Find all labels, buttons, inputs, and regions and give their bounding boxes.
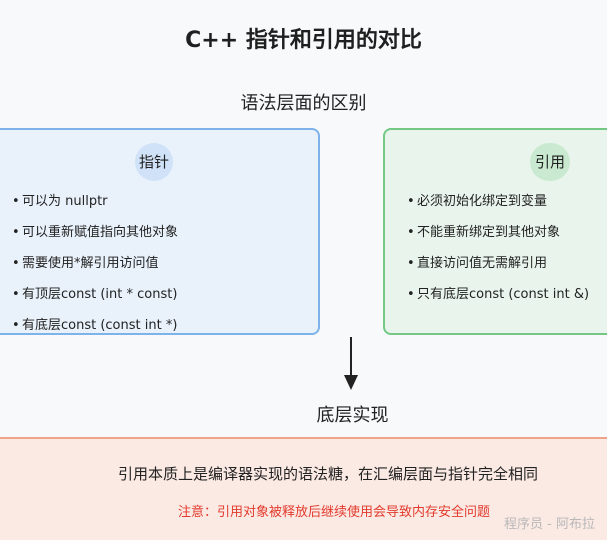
bullet-icon: • [12,318,20,333]
bullet-icon: • [407,256,415,271]
bullet-icon: • [12,225,20,240]
pointer-feature-text: 可以为 nullptr [22,194,108,209]
summary-text: 引用本质上是编译器实现的语法糖，在汇编层面与指针完全相同 [118,465,539,483]
reference-feature-text: 直接访问值无需解引用 [417,256,548,271]
reference-panel: 引用 •必须初始化绑定到变量 •不能重新绑定到其他对象 •直接访问值无需解引用 … [383,128,607,335]
reference-panel-title: 引用 [530,143,570,181]
pointer-panel-title: 指针 [135,143,173,181]
list-item: •直接访问值无需解引用 [407,248,589,279]
bullet-icon: • [12,256,20,271]
implementation-band: 引用本质上是编译器实现的语法糖，在汇编层面与指针完全相同 注意：引用对象被释放后… [0,437,607,540]
bullet-icon: • [12,287,20,302]
pointer-feature-list: •可以为 nullptr •可以重新赋值指向其他对象 •需要使用*解引用访问值 … [12,186,178,341]
bullet-icon: • [407,225,415,240]
warning-text: 注意：引用对象被释放后继续使用会导致内存安全问题 [178,505,491,520]
list-item: •可以为 nullptr [12,186,178,217]
bullet-icon: • [12,194,20,209]
list-item: •必须初始化绑定到变量 [407,186,589,217]
pointer-feature-text: 需要使用*解引用访问值 [22,256,159,271]
pointer-panel: 指针 •可以为 nullptr •可以重新赋值指向其他对象 •需要使用*解引用访… [0,128,320,335]
pointer-feature-text: 有底层const (const int *) [22,318,178,333]
list-item: •可以重新赋值指向其他对象 [12,217,178,248]
implementation-section-label: 底层实现 [316,405,389,426]
diagram-title: C++ 指针和引用的对比 [185,28,422,53]
reference-feature-text: 不能重新绑定到其他对象 [417,225,561,240]
pointer-feature-text: 可以重新赋值指向其他对象 [22,225,179,240]
reference-feature-list: •必须初始化绑定到变量 •不能重新绑定到其他对象 •直接访问值无需解引用 •只有… [407,186,589,310]
syntax-section-label: 语法层面的区别 [240,93,367,114]
list-item: •不能重新绑定到其他对象 [407,217,589,248]
list-item: •需要使用*解引用访问值 [12,248,178,279]
bullet-icon: • [407,287,415,302]
reference-feature-text: 必须初始化绑定到变量 [417,194,548,209]
down-arrow-icon [344,337,358,390]
list-item: •有底层const (const int *) [12,310,178,341]
list-item: •有顶层const (int * const) [12,279,178,310]
watermark: 程序员 - 阿布拉 [504,517,595,532]
list-item: •只有底层const (const int &) [407,279,589,310]
bullet-icon: • [407,194,415,209]
reference-feature-text: 只有底层const (const int &) [417,287,590,302]
pointer-feature-text: 有顶层const (int * const) [22,287,178,302]
